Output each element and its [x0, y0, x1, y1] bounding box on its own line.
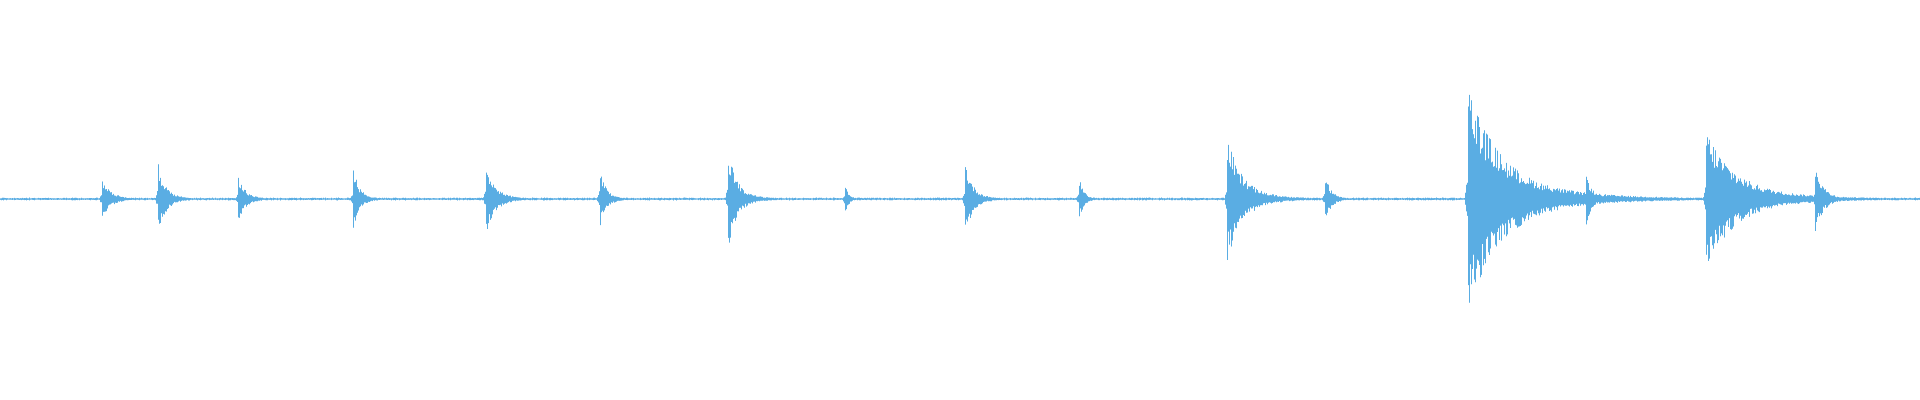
waveform-channel [0, 94, 1920, 303]
